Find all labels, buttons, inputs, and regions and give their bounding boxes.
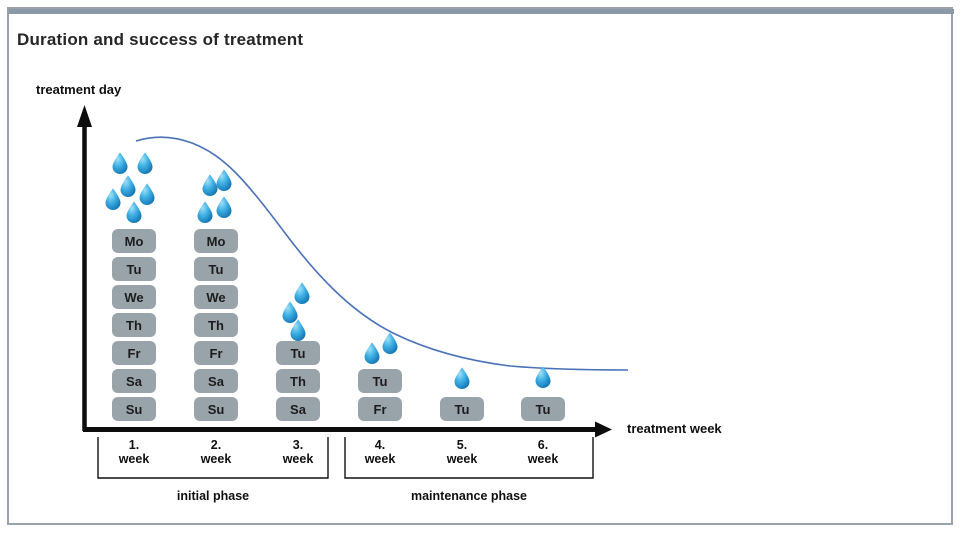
water-drop-icon (382, 332, 398, 354)
water-drop-icon (139, 183, 155, 205)
week-tick-label-5: 5.week (420, 438, 504, 466)
day-box-week1-th: Th (112, 313, 156, 337)
week-unit: week (527, 452, 559, 466)
day-box-week3-th: Th (276, 369, 320, 393)
day-box-week1-we: We (112, 285, 156, 309)
week-tick-label-1: 1.week (92, 438, 176, 466)
water-drop-icon (364, 342, 380, 364)
day-box-week1-mo: Mo (112, 229, 156, 253)
day-box-week6-tu: Tu (521, 397, 565, 421)
week-tick-label-2: 2.week (174, 438, 258, 466)
header-accent-bar (9, 9, 954, 14)
week-number: 4. (374, 438, 386, 452)
initial-phase-label: initial phase (176, 489, 250, 503)
day-box-week2-sa: Sa (194, 369, 238, 393)
x-axis-label: treatment week (627, 421, 722, 436)
day-box-week1-su: Su (112, 397, 156, 421)
y-axis-label: treatment day (36, 82, 122, 97)
maintenance-phase-bracket (344, 437, 594, 479)
water-drop-icon (294, 282, 310, 304)
initial-phase-bracket (97, 437, 329, 479)
water-drop-icon (282, 301, 298, 323)
week-number: 1. (128, 438, 140, 452)
week-unit: week (118, 452, 150, 466)
water-drop-icon (454, 367, 470, 389)
water-drop-icon (126, 201, 142, 223)
week-unit: week (364, 452, 396, 466)
week-tick-label-3: 3.week (256, 438, 340, 466)
week-number: 2. (210, 438, 222, 452)
day-box-week1-fr: Fr (112, 341, 156, 365)
day-box-week2-mo: Mo (194, 229, 238, 253)
day-box-week2-th: Th (194, 313, 238, 337)
drops-layer (105, 152, 551, 389)
chart-title: Duration and success of treatment (17, 30, 304, 49)
day-box-week2-fr: Fr (194, 341, 238, 365)
week-unit: week (446, 452, 478, 466)
water-drop-icon (216, 196, 232, 218)
y-axis-arrow (77, 105, 92, 431)
water-drop-icon (112, 152, 128, 174)
day-box-week1-sa: Sa (112, 369, 156, 393)
week-unit: week (200, 452, 232, 466)
day-box-week3-tu: Tu (276, 341, 320, 365)
water-drop-icon (216, 169, 232, 191)
day-box-week4-tu: Tu (358, 369, 402, 393)
week-tick-label-6: 6.week (501, 438, 585, 466)
day-box-week1-tu: Tu (112, 257, 156, 281)
day-box-week4-fr: Fr (358, 397, 402, 421)
day-box-week3-sa: Sa (276, 397, 320, 421)
day-box-week5-tu: Tu (440, 397, 484, 421)
water-drop-icon (202, 174, 218, 196)
water-drop-icon (120, 175, 136, 197)
day-box-week2-we: We (194, 285, 238, 309)
water-drop-icon (290, 319, 306, 341)
day-box-week2-su: Su (194, 397, 238, 421)
water-drop-icon (197, 201, 213, 223)
week-unit: week (282, 452, 314, 466)
water-drop-icon (137, 152, 153, 174)
outer-frame (7, 7, 953, 525)
water-drop-icon (105, 188, 121, 210)
water-drop-icon (535, 366, 551, 388)
week-tick-label-4: 4.week (338, 438, 422, 466)
x-axis-arrow (83, 421, 612, 438)
day-box-week2-tu: Tu (194, 257, 238, 281)
trend-curve (135, 136, 629, 371)
week-number: 3. (292, 438, 304, 452)
maintenance-phase-label: maintenance phase (410, 489, 527, 503)
week-number: 6. (537, 438, 549, 452)
week-number: 5. (456, 438, 468, 452)
